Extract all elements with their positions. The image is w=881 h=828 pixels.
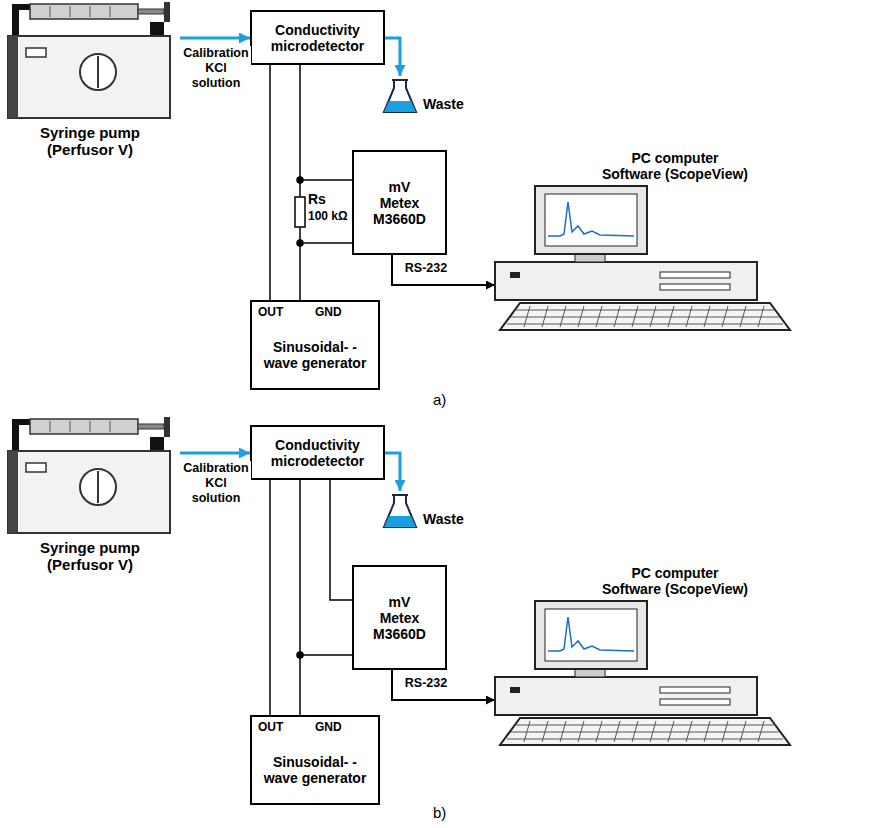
flow-arrow	[180, 452, 250, 455]
terminal-name: GND	[315, 305, 342, 319]
node-text: Waste	[423, 511, 473, 527]
node-text: Syringe pump (Perfusor V)	[20, 539, 160, 573]
node-text: Conductivity microdetector	[258, 22, 377, 54]
signal-wire	[392, 670, 495, 700]
waste-flask: Waste	[383, 491, 473, 531]
resistor-name: Rs	[308, 191, 326, 207]
panel-b-art	[8, 417, 790, 745]
pc-computer: PC computer Software (ScopeView)	[495, 563, 875, 748]
flow-arrow	[385, 38, 400, 76]
waste-flask: Waste	[383, 76, 473, 116]
edge-label: Calibration KCl solution	[181, 46, 251, 91]
junction-dot	[297, 177, 303, 183]
panel-a-wiring	[295, 177, 352, 246]
junction-dot	[297, 240, 303, 246]
edge-label: RS-232	[400, 261, 452, 276]
resistor-value: 100 kΩ	[308, 209, 348, 223]
detector-box: Conductivity microdetector	[250, 10, 385, 65]
terminal-name: OUT	[258, 720, 283, 734]
meter-wire	[300, 654, 352, 656]
pc-computer: PC computer Software (ScopeView)	[495, 148, 875, 333]
node-text: PC computer Software (ScopeView)	[600, 565, 750, 597]
detector-box: Conductivity microdetector	[250, 425, 385, 480]
node-text: Sinusoidal- -wave generator	[258, 754, 372, 786]
meter-wire	[300, 179, 352, 181]
syringe-pump: Syringe pump (Perfusor V)	[0, 0, 180, 165]
meter-wire	[300, 242, 352, 244]
panel-letter: a)	[433, 391, 446, 408]
node-text: Waste	[423, 96, 473, 112]
terminal-name: OUT	[258, 305, 283, 319]
resistor-symbol	[295, 197, 305, 227]
panel-letter: b)	[433, 804, 446, 821]
signal-wire	[392, 255, 495, 285]
meter-box: mV Metex M3660D	[352, 150, 447, 255]
signal-wire	[330, 480, 352, 600]
flow-arrow	[385, 453, 400, 491]
node-text: mV Metex M3660D	[370, 179, 429, 227]
node-text: PC computer Software (ScopeView)	[600, 150, 750, 182]
signal-wire	[269, 480, 271, 715]
edge-label: RS-232	[400, 676, 452, 691]
syringe-pump: Syringe pump (Perfusor V)	[0, 415, 180, 580]
meter-box: mV Metex M3660D	[352, 565, 447, 670]
signal-wire	[269, 65, 271, 300]
node-text: Sinusoidal- -wave generator	[258, 339, 372, 371]
node-text: Syringe pump (Perfusor V)	[20, 124, 160, 158]
flow-arrow	[180, 37, 250, 40]
edge-label: Calibration KCl solution	[181, 461, 251, 506]
panel-a-art	[8, 2, 790, 330]
terminal-name: GND	[315, 720, 342, 734]
panel-b-wiring	[297, 652, 352, 658]
signal-wire	[299, 480, 301, 715]
junction-dot	[297, 652, 303, 658]
node-text: Conductivity microdetector	[258, 437, 377, 469]
node-text: mV Metex M3660D	[370, 594, 429, 642]
